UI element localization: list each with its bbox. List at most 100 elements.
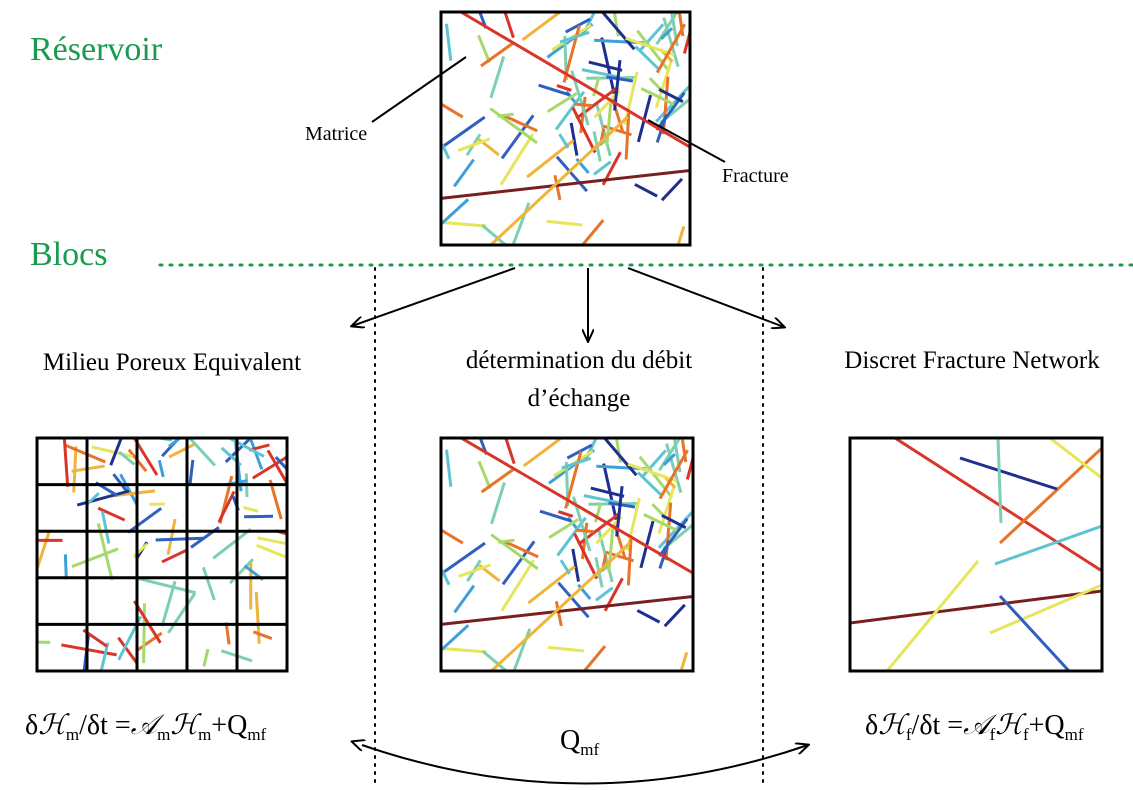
- fracture-segment: [168, 519, 175, 555]
- fracture-segment: [187, 435, 215, 466]
- fracture-segment: [479, 461, 490, 488]
- dfn-frame: [850, 438, 1102, 671]
- title-right: Discret Fracture Network: [844, 347, 1100, 374]
- dfn-block: [850, 438, 1102, 671]
- fracture-segment: [609, 526, 613, 572]
- section-title-blocs: Blocs: [30, 236, 107, 273]
- fracture-segment: [454, 160, 473, 187]
- fracture-segment: [424, 625, 468, 666]
- fracture-segment: [635, 184, 657, 196]
- fracture-segment: [65, 554, 66, 579]
- fracture-segment: [557, 86, 571, 91]
- fracture-segment: [435, 527, 462, 543]
- fracture-segment: [960, 458, 1057, 489]
- equation-middle: Qmf: [560, 725, 599, 759]
- fracture-segment: [438, 222, 486, 226]
- title-left: Milieu Poreux Equivalent: [43, 349, 301, 376]
- fracture-segment: [204, 649, 208, 666]
- equation-right: δℋf/δt =𝒜fℋf+Qmf: [865, 710, 1084, 744]
- fracture-segment: [243, 507, 258, 511]
- fracture-segment: [571, 220, 603, 259]
- fracture-segment: [455, 586, 474, 613]
- fracture-segment: [681, 652, 687, 672]
- title-middle-line2: d’échange: [528, 385, 631, 412]
- fracture-segment: [438, 117, 485, 150]
- fracture-segment: [665, 605, 685, 626]
- fracture-segment: [600, 9, 634, 49]
- fracture-segment: [491, 56, 504, 97]
- fracture-segment: [144, 603, 145, 663]
- fracture-segment: [589, 62, 622, 70]
- fracture-segment: [120, 474, 136, 504]
- fracture-segment: [256, 592, 259, 644]
- fracture-segment: [584, 496, 621, 503]
- leader-fracture: [648, 120, 725, 162]
- fracture-segment: [576, 530, 594, 531]
- fracture-segment: [539, 85, 570, 95]
- fracture-segment: [497, 114, 513, 116]
- fracture-segment: [547, 221, 583, 225]
- fracture-segment: [136, 633, 161, 651]
- arrow-to-left: [352, 268, 515, 326]
- fracture-segment: [213, 430, 264, 457]
- fracture-segment: [424, 199, 468, 240]
- arrow-to-right: [628, 268, 784, 327]
- fracture-segment: [555, 175, 560, 200]
- fracture-segment: [72, 549, 118, 567]
- fracture-segment: [156, 538, 203, 540]
- fracture-segment: [213, 529, 251, 558]
- fracture-segment: [253, 632, 271, 639]
- dfn-fractures: [850, 438, 1102, 671]
- fracture-segment: [561, 560, 570, 574]
- fracture-segment: [1000, 448, 1102, 543]
- fracture-segment: [571, 123, 577, 156]
- fracture-segment: [98, 643, 108, 686]
- fracture-segment: [162, 550, 186, 561]
- fracture-segment: [602, 435, 636, 475]
- exchange-fractures: [424, 422, 710, 685]
- fracture-segment: [446, 24, 450, 61]
- exchange-block: [424, 422, 710, 685]
- section-title-reservoir: Réservoir: [30, 31, 163, 68]
- fracture-segment: [990, 585, 1102, 633]
- fracture-segment: [574, 104, 592, 105]
- fracture-segment: [478, 35, 489, 62]
- fracture-segment: [650, 78, 661, 89]
- fracture-segment: [522, 4, 570, 40]
- fracture-segment: [438, 648, 486, 652]
- fracture-segment: [498, 540, 514, 542]
- fracture-segment: [850, 591, 1102, 623]
- fracture-segment: [582, 70, 619, 77]
- fracture-segment: [607, 100, 611, 146]
- fracture-segment: [540, 511, 571, 521]
- fracture-segment: [998, 438, 1001, 523]
- equivalent-fractures: [25, 413, 297, 685]
- fracture-segment: [573, 646, 605, 685]
- equivalent-porous-block: [25, 413, 297, 685]
- fracture-segment: [573, 549, 579, 582]
- equation-left: δℋm/δt =𝒜mℋm+Qmf: [25, 710, 267, 744]
- fracture-segment: [678, 226, 684, 246]
- fracture-segment: [77, 491, 129, 505]
- fracture-segment: [159, 460, 163, 477]
- fracture-segment: [128, 508, 161, 532]
- fracture-segment: [662, 179, 682, 200]
- fracture-segment: [637, 610, 659, 622]
- fracture-segment: [257, 545, 290, 558]
- fracture-segment: [168, 593, 195, 633]
- fracture-segment: [491, 535, 538, 569]
- label-matrice: Matrice: [305, 123, 367, 145]
- fracture-segment: [558, 512, 572, 517]
- fracture-segment: [203, 567, 214, 600]
- fracture-segment: [92, 447, 133, 457]
- fracture-segment: [492, 482, 505, 523]
- label-fracture: Fracture: [722, 165, 789, 187]
- fracture-segment: [447, 450, 451, 487]
- fracture-segment: [556, 601, 561, 626]
- title-middle-line1: détermination du débit: [466, 347, 692, 374]
- fracture-segment: [438, 543, 485, 576]
- fracture-segment: [524, 430, 572, 466]
- fracture-segment: [244, 516, 273, 517]
- fracture-segment: [591, 488, 624, 496]
